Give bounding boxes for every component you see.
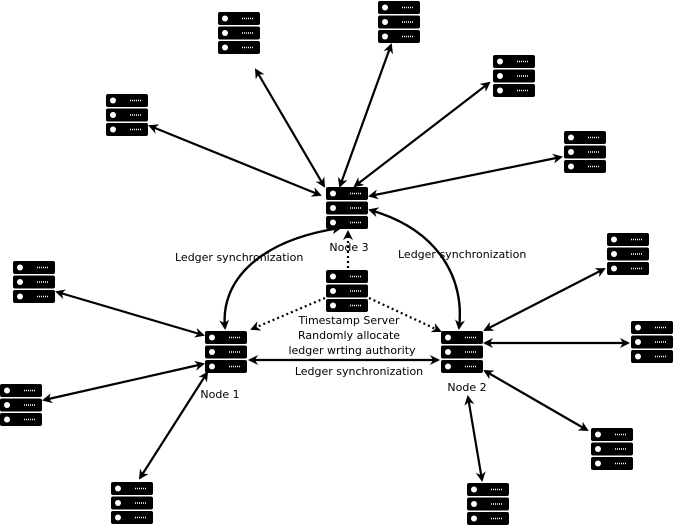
peer-server-icon [590, 427, 634, 471]
sync-edge-node3-node1 [219, 224, 342, 330]
peer-server-icon [217, 11, 261, 55]
node1-peer-edge [138, 371, 209, 480]
node3-peer-edge [368, 153, 563, 200]
node1-peer-edge [42, 360, 205, 404]
node1-server-icon [204, 330, 248, 374]
node1-peer-edge [55, 289, 205, 338]
timestamp-authority-label: ledger wrting authority [288, 344, 416, 357]
node3-peer-edge [148, 124, 322, 197]
node3-peer-edge [254, 68, 326, 188]
ledger-sync-label-right: Ledger synchronization [398, 248, 527, 261]
node1-label: Node 1 [200, 388, 240, 401]
node2-label: Node 2 [447, 381, 487, 394]
node2-server-icon [440, 330, 484, 374]
timestamp-edge-node2 [368, 297, 442, 333]
node3-label: Node 3 [329, 241, 369, 254]
timestamp-server-icon [325, 269, 369, 313]
peer-server-icon [0, 383, 43, 427]
timestamp-edge-node1 [250, 296, 326, 331]
peer-server-icon [377, 0, 421, 44]
peer-server-icon [492, 54, 536, 98]
ledger-sync-label-left: Ledger synchronization [175, 251, 304, 264]
node2-peer-edge [483, 268, 606, 331]
peer-server-icon [563, 130, 607, 174]
peer-server-icon [630, 320, 674, 364]
sync-edge-node3-node2 [368, 207, 465, 330]
node3-server-icon [325, 186, 369, 230]
peer-server-icon [105, 93, 149, 137]
node2-peer-edge [483, 369, 589, 432]
peer-server-icon [606, 232, 650, 276]
peer-server-icon [12, 260, 56, 304]
timestamp-allocate-label: Randomly allocate [297, 329, 401, 342]
edges-layer [42, 43, 630, 482]
ledger-sync-label-bottom: Ledger synchronization [294, 365, 424, 378]
node2-peer-edge [464, 395, 486, 482]
timestamp-server-label: Timestamp Server [298, 314, 400, 327]
peer-server-icon [110, 481, 154, 525]
peer-server-icon [466, 482, 510, 526]
node3-peer-edge [353, 81, 491, 188]
